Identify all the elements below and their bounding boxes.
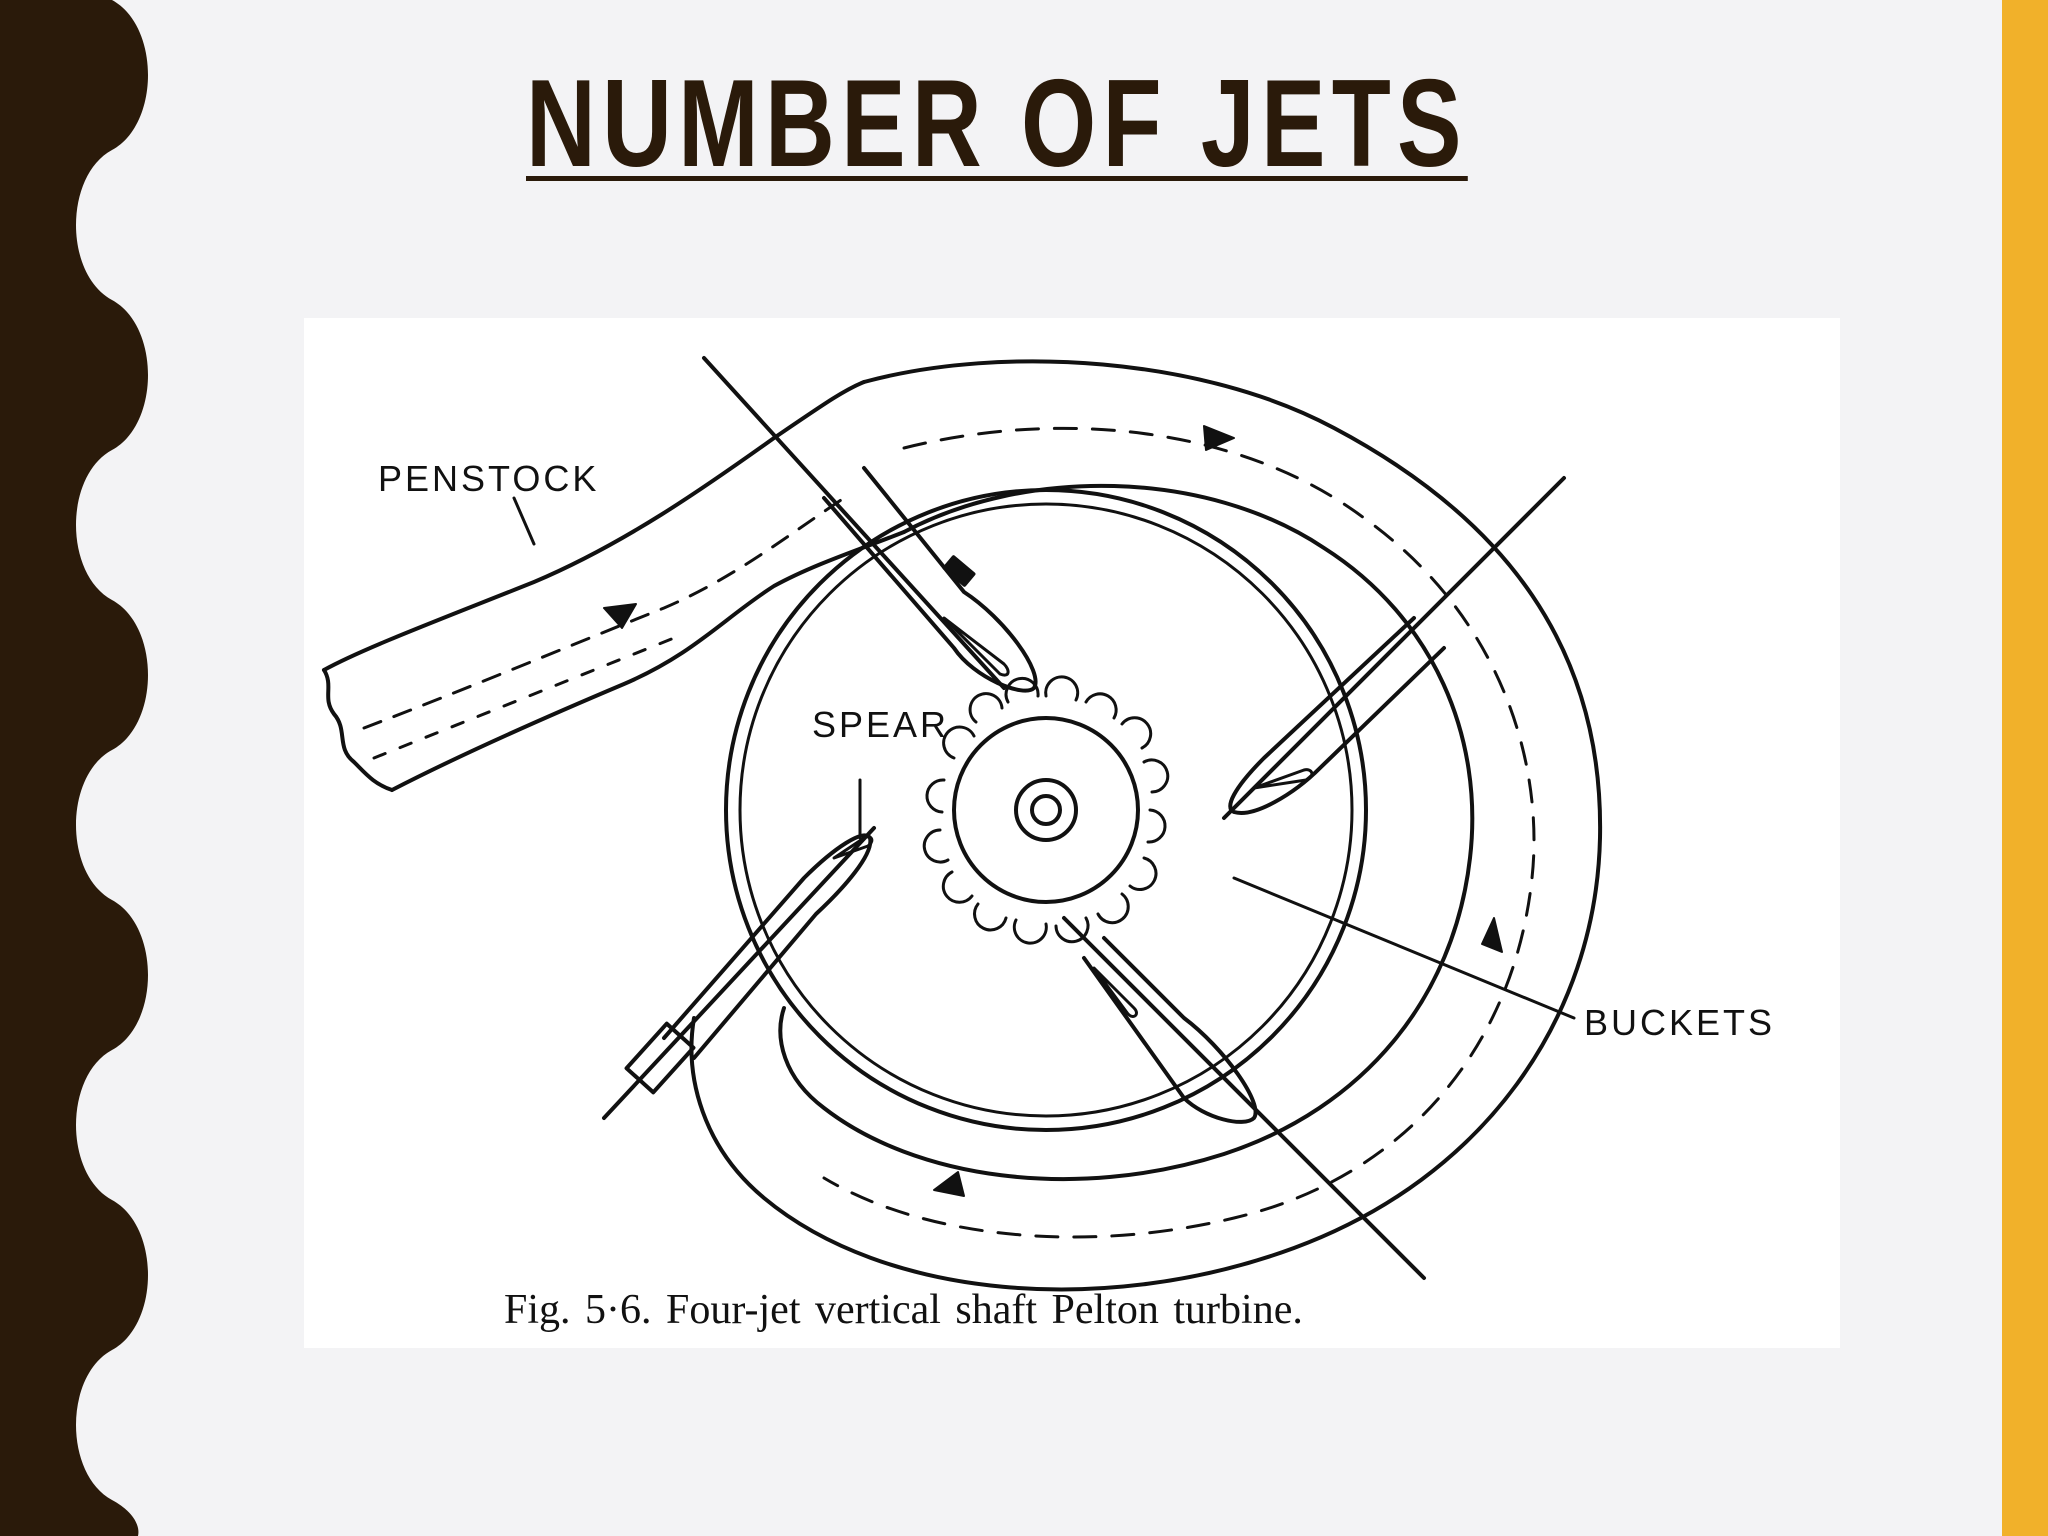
penstock-leader	[512, 496, 536, 546]
slide-title: NUMBER OF JETS	[526, 55, 1468, 193]
right-accent-bar	[2002, 0, 2048, 1536]
spear-label: SPEAR	[812, 704, 950, 745]
distributor-ring	[689, 359, 1603, 1292]
wavy-border-shape	[0, 0, 148, 1536]
nozzle-right	[1222, 476, 1566, 820]
nozzle-left	[602, 826, 876, 1120]
flow-arrows	[603, 425, 1503, 1197]
penstock-pipe	[322, 380, 906, 792]
runner-wheel	[922, 675, 1170, 945]
figure-caption: Fig. 5·6. Four-jet vertical shaft Pelton…	[504, 1287, 1303, 1333]
penstock-label: PENSTOCK	[378, 458, 600, 499]
buckets-label: BUCKETS	[1584, 1002, 1776, 1043]
inner-casing	[724, 488, 1368, 1132]
pelton-turbine-figure: PENSTOCK SPEAR BUCKETS Fig. 5·6. Four-je…	[304, 318, 1840, 1348]
turbine-diagram	[322, 356, 1603, 1292]
nozzle-top	[702, 356, 1038, 693]
nozzle-bottom	[1062, 916, 1426, 1280]
buckets-leader	[1232, 876, 1576, 1020]
wavy-left-border	[0, 0, 148, 1536]
